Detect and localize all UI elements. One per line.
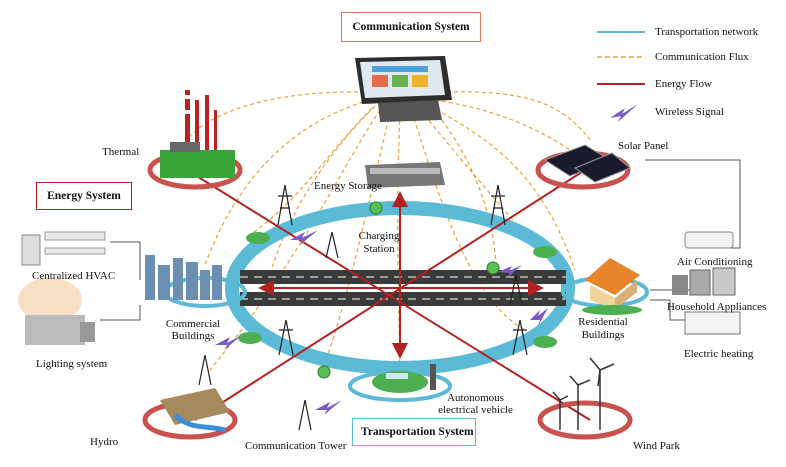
air-conditioning-label: Air Conditioning <box>677 256 753 268</box>
energy-storage-label: Energy Storage <box>314 180 382 192</box>
communication-tower-label: Communication Tower <box>245 440 347 452</box>
communication-tower-icons <box>198 231 523 431</box>
electric-heater-icon <box>684 311 741 335</box>
wind-ring <box>537 400 633 440</box>
legend-transportation-network: Transportation network <box>655 26 759 38</box>
autonomous-ev-icon <box>372 364 436 393</box>
solar-panel-label: Solar Panel <box>618 140 669 152</box>
lighting-system-icon <box>18 278 95 345</box>
ring-cars <box>238 232 557 348</box>
residential-buildings-label-2: Buildings <box>581 329 625 341</box>
air-conditioning-icon <box>684 231 734 249</box>
computer-monitor-icon <box>355 56 452 122</box>
electric-heating-label: Electric heating <box>684 348 754 360</box>
commercial-buildings-label-2: Buildings <box>171 330 215 342</box>
wind-park-label: Wind Park <box>633 440 680 452</box>
residential-house-icon <box>582 258 642 315</box>
autonomous-ev-label-2: electrical vehicle <box>438 404 513 416</box>
charging-station-label-2: Station <box>363 243 395 255</box>
commercial-buildings-label-1: Commercial <box>165 318 221 330</box>
lighting-system-label: Lighting system <box>36 358 108 370</box>
commercial-buildings-icon <box>145 255 222 300</box>
connector-lines <box>100 159 741 321</box>
wireless-signal-legend-icon <box>610 104 638 122</box>
wind-turbine-icon <box>552 357 615 430</box>
household-appliances-icon <box>672 267 736 296</box>
highway-roads <box>240 270 566 306</box>
hydro-label: Hydro <box>90 436 119 448</box>
communication-system-title: Communication System <box>341 12 481 42</box>
legend-energy-flow: Energy Flow <box>655 78 712 90</box>
transportation-system-title: Transportation System <box>352 418 476 446</box>
autonomous-ev-label-1: Autonomous <box>447 392 504 404</box>
energy-storage-icon <box>365 162 445 188</box>
hydro-dam-icon <box>160 388 230 433</box>
wireless-signal-bolts <box>215 230 548 415</box>
thermal-label: Thermal <box>102 146 140 158</box>
thermal-plant-icon <box>160 90 235 178</box>
household-appliances-label: Household Appliances <box>667 301 767 313</box>
residential-buildings-label-1: Residential <box>578 316 628 328</box>
centralized-hvac-label: Centralized HVAC <box>32 270 116 282</box>
charging-station-markers <box>317 201 500 379</box>
charging-station-label-1: Charging <box>358 230 400 242</box>
legend-graphics <box>597 31 645 122</box>
hvac-icon <box>21 231 106 266</box>
power-pylons <box>277 184 528 356</box>
solar-panel-icon <box>543 144 631 183</box>
energy-flow-lines <box>194 169 591 421</box>
legend-wireless-signal: Wireless Signal <box>655 106 724 118</box>
energy-system-title: Energy System <box>36 182 132 210</box>
legend-communication-flux: Communication Flux <box>655 51 749 63</box>
